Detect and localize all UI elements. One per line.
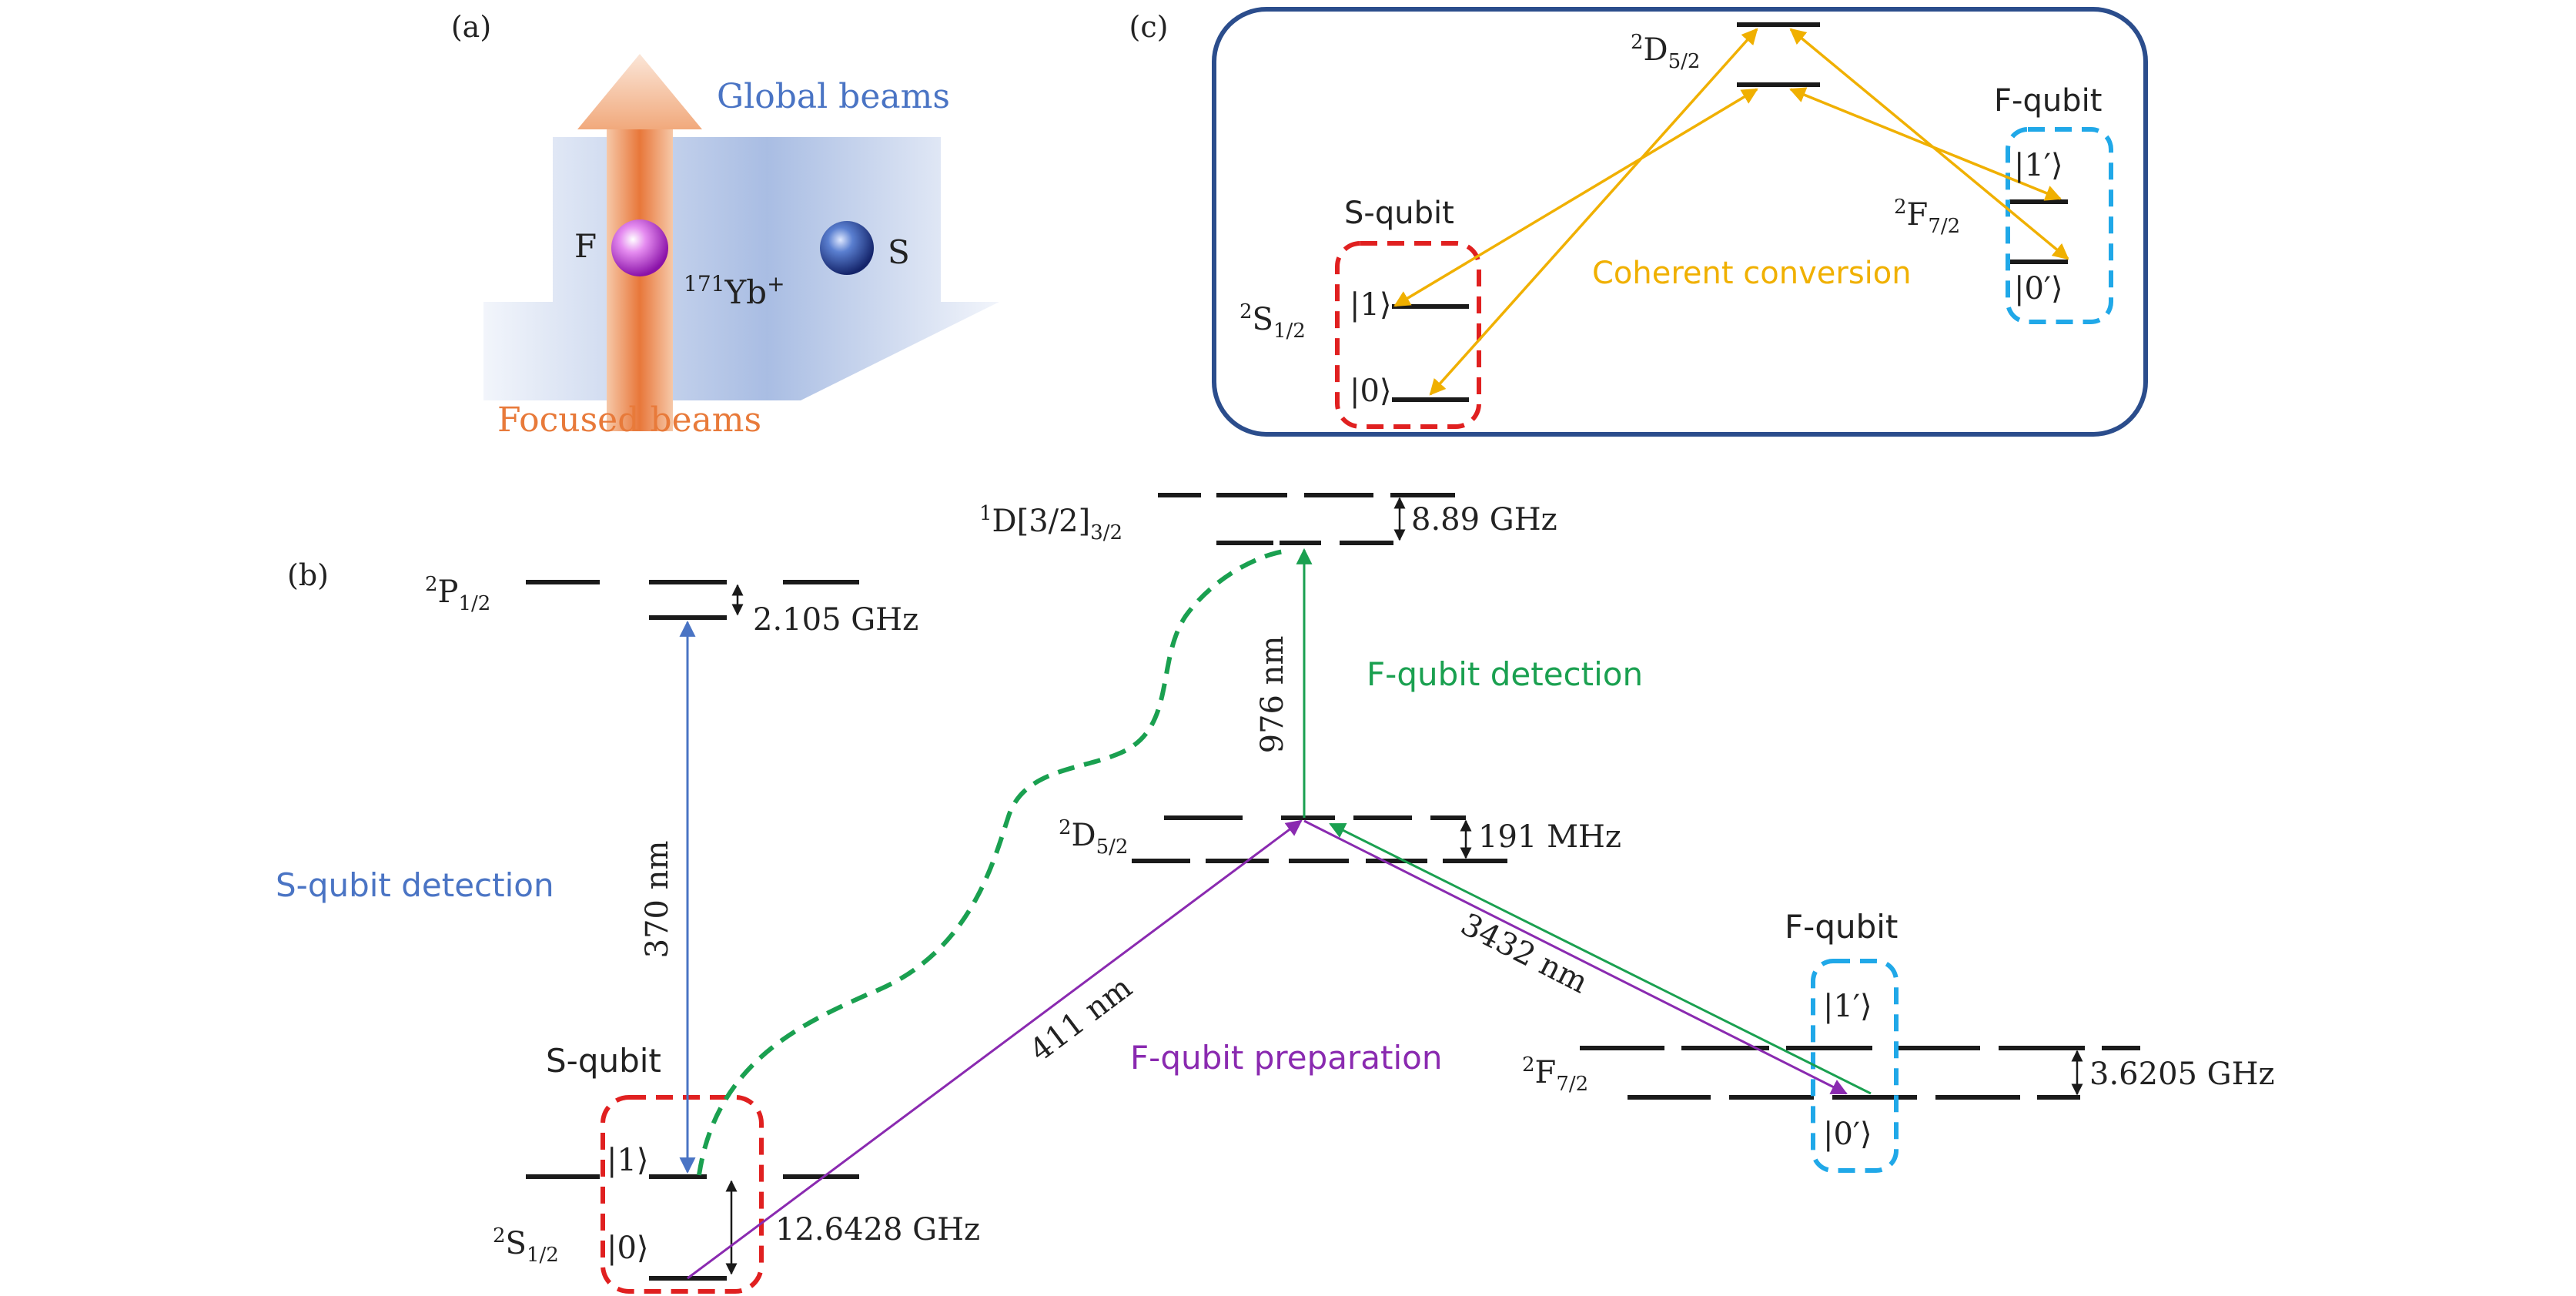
c-s12-label: 2S1/2 bbox=[1239, 300, 1306, 343]
focused-beam-head bbox=[577, 54, 702, 129]
s-qubit-detection-label: S-qubit detection bbox=[276, 866, 554, 904]
f72-splitting-label: 3.6205 GHz bbox=[2089, 1057, 2275, 1092]
panel-a-label: (a) bbox=[451, 10, 491, 44]
c-d52-label: 2D5/2 bbox=[1631, 31, 1700, 73]
s-qubit-box bbox=[601, 1095, 764, 1294]
f-qubit-detection-label: F-qubit detection bbox=[1367, 655, 1643, 693]
ket1-label: |1⟩ bbox=[607, 1143, 649, 1178]
s-ion-label: S bbox=[888, 233, 910, 271]
c-s-qubit-label: S-qubit bbox=[1344, 196, 1454, 231]
d32-splitting-label: 8.89 GHz bbox=[1411, 502, 1557, 537]
p12-splitting-label: 2.105 GHz bbox=[753, 602, 918, 638]
isotope-label: 171Yb+ bbox=[684, 271, 785, 311]
s-qubit-label: S-qubit bbox=[546, 1042, 661, 1080]
transition-3432nm bbox=[1303, 819, 1848, 1095]
panel-c-frame bbox=[1212, 7, 2148, 437]
s12-splitting-label: 12.6428 GHz bbox=[775, 1212, 980, 1247]
c-f-qubit-label: F-qubit bbox=[1994, 83, 2102, 119]
f72-label: 2F7/2 bbox=[1522, 1053, 1588, 1096]
transition-green-f-d52 bbox=[1329, 822, 1872, 1095]
transition-411nm bbox=[687, 819, 1303, 1280]
s-ion bbox=[820, 221, 874, 275]
panel-b: (b) bbox=[276, 493, 2275, 1294]
c-ket0p-label: |0′⟩ bbox=[2014, 271, 2063, 306]
f-ion-label: F bbox=[574, 227, 597, 265]
panel-c-label: (c) bbox=[1129, 10, 1169, 44]
c-transition-s0-d52 bbox=[1429, 28, 1758, 396]
panel-b-label: (b) bbox=[287, 558, 329, 592]
c-transition-d52-f0 bbox=[1789, 28, 2069, 260]
c-ket1-label: |1⟩ bbox=[1350, 287, 1392, 323]
global-beams-label: Global beams bbox=[717, 77, 950, 116]
wavelength-976-label: 976 nm bbox=[1255, 636, 1290, 754]
f-qubit-preparation-label: F-qubit preparation bbox=[1130, 1039, 1442, 1077]
ket1p-label: |1′⟩ bbox=[1823, 989, 1872, 1024]
f-qubit-label: F-qubit bbox=[1785, 908, 1898, 946]
c-ket1p-label: |1′⟩ bbox=[2014, 148, 2063, 183]
c-f72-label: 2F7/2 bbox=[1894, 196, 1960, 238]
d52-splitting-label: 191 MHz bbox=[1478, 819, 1621, 855]
global-beam-arrow bbox=[483, 137, 999, 400]
d32-label: 1D[3/2]3/2 bbox=[979, 502, 1122, 544]
focused-beams-label: Focused beams bbox=[497, 400, 761, 440]
ket0-label: |0⟩ bbox=[607, 1231, 649, 1266]
c-ket0-label: |0⟩ bbox=[1350, 373, 1392, 409]
decay-path-dashed bbox=[697, 549, 1285, 1176]
wavelength-370-label: 370 nm bbox=[640, 841, 675, 959]
d52-label: 2D5/2 bbox=[1059, 816, 1128, 859]
focused-beam-shaft bbox=[607, 129, 673, 431]
s12-label: 2S1/2 bbox=[493, 1224, 559, 1267]
coherent-conversion-label: Coherent conversion bbox=[1592, 256, 1912, 291]
ket0p-label: |0′⟩ bbox=[1823, 1117, 1872, 1152]
f-ion bbox=[611, 219, 668, 276]
panel-a: (a) Global beams Focused beams F S 171Yb… bbox=[451, 10, 999, 440]
p12-label: 2P1/2 bbox=[425, 573, 490, 615]
panel-c: (c) 2D5/2 2F7/2 2S1/2 S-qubit F-qubit |1… bbox=[1129, 7, 2148, 437]
